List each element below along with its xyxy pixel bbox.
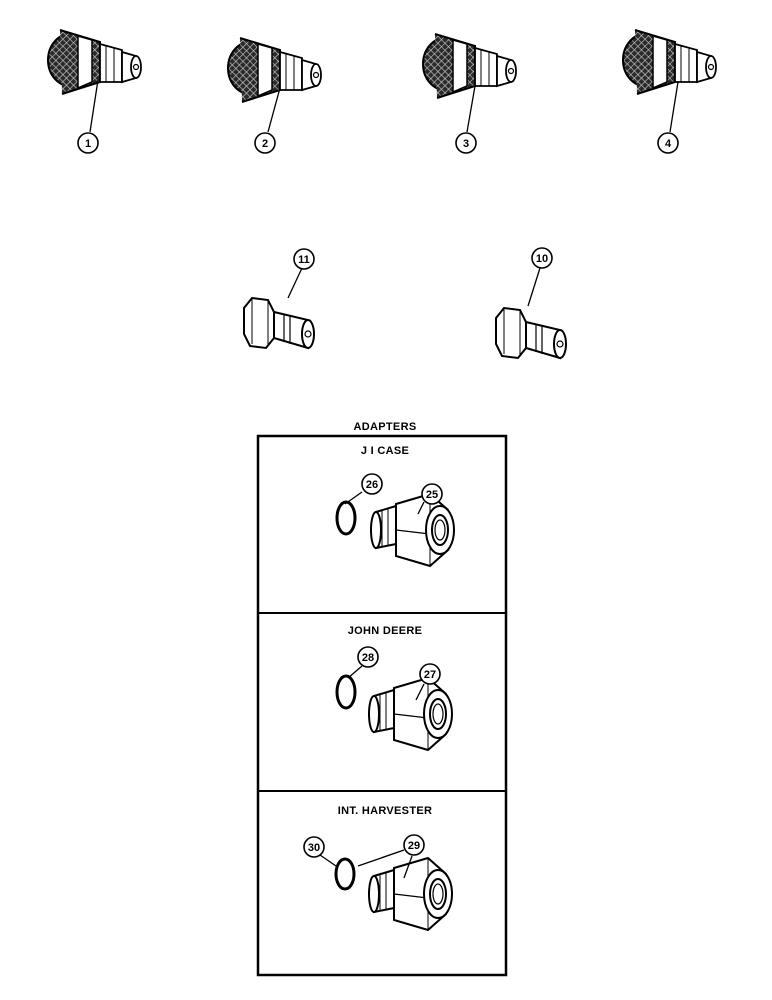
callout-4: 4 [657, 132, 679, 154]
coupler-4: 4 [622, 29, 717, 154]
svg-text:11: 11 [298, 254, 310, 266]
coupler-3: 3 [422, 33, 517, 154]
callout-11: 11 [293, 248, 315, 270]
callout-2: 2 [254, 132, 276, 154]
svg-text:10: 10 [536, 253, 548, 265]
panel-title: INT. HARVESTER [338, 805, 432, 817]
callout-1: 1 [77, 132, 99, 154]
adapter-panel-int-harvester: INT. HARVESTER 30 29 [303, 805, 453, 931]
o-ring [335, 500, 357, 536]
svg-text:26: 26 [366, 479, 378, 491]
svg-text:1: 1 [85, 138, 91, 150]
svg-text:27: 27 [424, 669, 436, 681]
svg-text:4: 4 [665, 138, 672, 150]
svg-text:3: 3 [463, 138, 469, 150]
adapter-panel-john-deere: JOHN DEERE 28 27 [335, 625, 453, 751]
callout-28: 28 [357, 646, 379, 668]
coupler-2: 2 [227, 37, 322, 154]
adapters-frame [256, 434, 508, 977]
svg-text:2: 2 [262, 138, 268, 150]
svg-text:29: 29 [408, 840, 420, 852]
adapters-heading: ADAPTERS [354, 421, 417, 433]
o-ring [334, 857, 356, 891]
coupler-1: 1 [47, 29, 142, 154]
plug-10: 10 [495, 247, 567, 359]
callout-29: 29 [403, 834, 425, 856]
callout-10: 10 [531, 247, 553, 269]
callout-30: 30 [303, 836, 325, 858]
callout-25: 25 [421, 483, 443, 505]
callout-27: 27 [419, 663, 441, 685]
plug-11: 11 [243, 248, 315, 349]
svg-text:30: 30 [308, 842, 320, 854]
panel-title: JOHN DEERE [348, 625, 423, 637]
callout-26: 26 [361, 473, 383, 495]
svg-text:25: 25 [426, 489, 438, 501]
o-ring [335, 674, 357, 710]
svg-text:28: 28 [362, 652, 374, 664]
panel-title: J I CASE [361, 445, 409, 457]
callout-3: 3 [455, 132, 477, 154]
adapter-panel-ji-case: J I CASE 26 25 [335, 445, 455, 567]
